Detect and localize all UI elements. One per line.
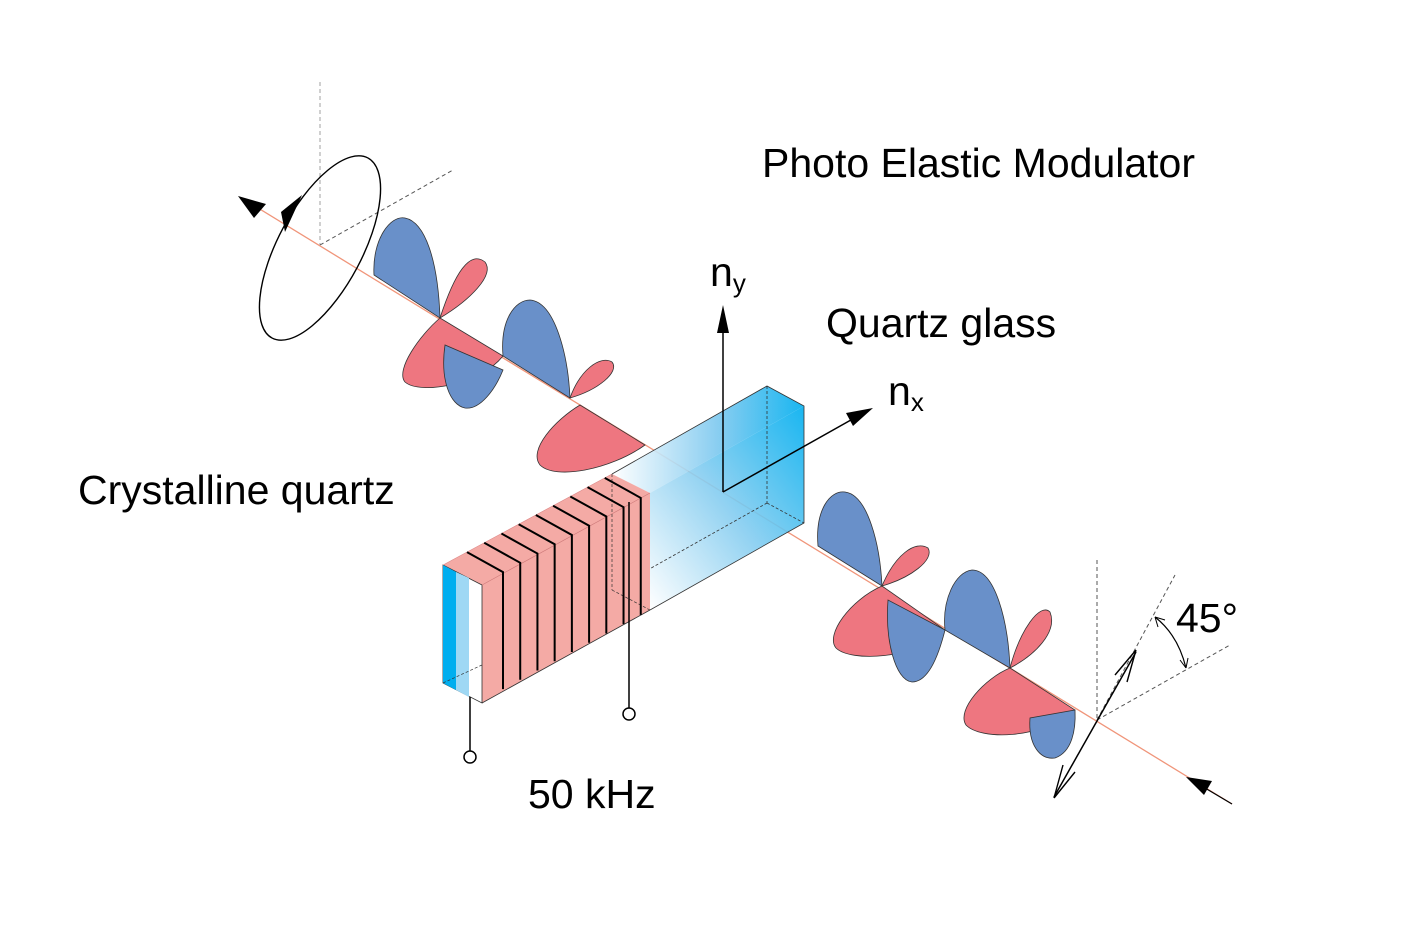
quartz-glass-bar [611, 385, 805, 611]
nx-arrowhead-icon [846, 408, 873, 426]
reference-horizontal-dashed [319, 169, 454, 246]
electrode-line [518, 523, 556, 662]
electrode-line [569, 495, 608, 634]
quartz-hidden-edge [442, 664, 483, 684]
quartz-front-face [482, 493, 650, 703]
glass-edges [611, 385, 805, 611]
frequency-label: 50 kHz [528, 771, 656, 817]
linear-polarization-arrow [1053, 651, 1137, 798]
end-face-blue-strip [443, 565, 456, 690]
electrode-line [604, 477, 642, 615]
diagram-title: Photo Elastic Modulator [762, 140, 1195, 186]
input-horizontal-dashed [1096, 644, 1231, 721]
nx-axis-arrow [722, 415, 859, 493]
electrode-line [500, 532, 539, 671]
rotation-arrow-icon [281, 195, 302, 232]
quartz-edge [481, 609, 651, 704]
electrode-line [587, 486, 625, 625]
polarization-arrowhead-up-icon [1114, 649, 1137, 683]
input-wave [817, 491, 1076, 759]
circular-polarization-ellipse [258, 155, 382, 341]
wave-lobe-blue [443, 344, 504, 409]
glass-hidden-edge [766, 502, 805, 524]
crystalline-quartz-label: Crystalline quartz [78, 467, 395, 513]
quartz-edge [442, 473, 613, 566]
input-direction-arrow-icon [1186, 777, 1212, 795]
electrode-line [483, 541, 522, 680]
ny-arrowhead-icon [717, 305, 729, 333]
input-beam-arrow [1204, 787, 1233, 805]
crystalline-quartz-block [442, 473, 651, 704]
wave-lobe-red [536, 404, 646, 473]
wave-lobe-blue [373, 217, 441, 319]
quartz-edge [481, 492, 651, 586]
wave-lobe-blue [887, 599, 946, 683]
angle-arc-arrow-icon [1154, 616, 1189, 669]
terminal-left [463, 750, 477, 764]
angle-arc [1154, 616, 1187, 669]
glass-front-face [650, 406, 804, 610]
wave-lobe-blue [944, 569, 1011, 669]
angle-label: 45° [1176, 595, 1238, 641]
nx-sub: x [911, 387, 924, 417]
wave-lobe-red [1009, 609, 1052, 669]
end-face-light-strip [456, 572, 469, 697]
output-wave [373, 217, 646, 473]
wave-lobe-blue [502, 299, 571, 399]
electrode-line [552, 504, 591, 643]
electrode-line [466, 551, 504, 690]
terminal-right [622, 707, 636, 721]
nx-main: n [888, 368, 911, 414]
electrode-lines [466, 477, 642, 690]
ny-label: ny [710, 249, 746, 298]
quartz-hidden-edge [611, 589, 651, 611]
ny-sub: y [733, 268, 746, 298]
output-direction-arrow-icon [238, 196, 266, 218]
wave-lobe-blue [817, 491, 883, 587]
wave-lobe-blue [1029, 709, 1076, 759]
wave-lobe-red [569, 360, 614, 399]
polarization-arrowhead-down-icon [1053, 764, 1076, 799]
quartz-glass-label: Quartz glass [826, 300, 1056, 346]
wave-lobe-red [881, 545, 930, 587]
electrode-line [535, 514, 573, 652]
wave-lobe-red [439, 258, 488, 319]
quartz-top-face [443, 474, 650, 585]
nx-label: nx [888, 368, 924, 417]
glass-top-face [612, 386, 804, 493]
ny-main: n [710, 249, 733, 295]
